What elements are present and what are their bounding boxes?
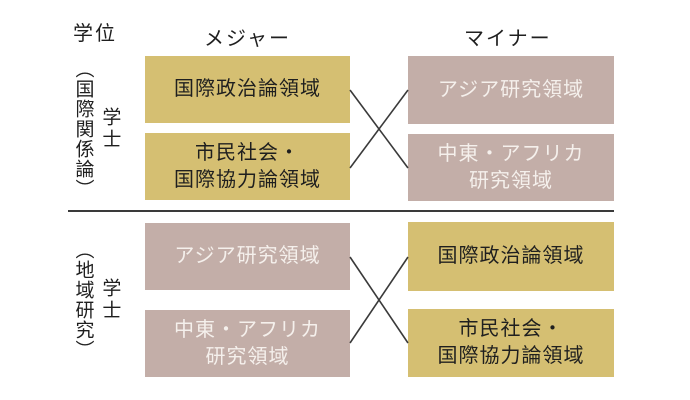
header-major-column: メジャー: [204, 28, 291, 50]
section-divider: [68, 210, 614, 212]
minor-box-asian-studies: アジア研究領域: [408, 56, 614, 124]
minor-box-civil-society-cooperation: 市民社会・ 国際協力論領域: [408, 309, 614, 377]
degree-text: 学士: [99, 106, 121, 151]
major-box-middle-east-africa: 中東・アフリカ 研究領域: [145, 310, 350, 377]
degree-label-international-relations: （国際関係論） 学士: [64, 56, 128, 201]
degree-qualifier-text: （地域研究）: [72, 239, 94, 360]
degree-text: 学士: [99, 277, 121, 322]
major-box-asian-studies: アジア研究領域: [145, 223, 350, 290]
major-box-civil-society-cooperation: 市民社会・ 国際協力論領域: [145, 133, 350, 200]
major-box-international-politics: 国際政治論領域: [145, 56, 350, 123]
degree-qualifier-text: （国際関係論）: [72, 58, 94, 199]
degree-label-area-studies: （地域研究） 学士: [64, 222, 128, 377]
cross-connector: [349, 256, 409, 344]
cross-connector: [349, 89, 409, 169]
minor-box-middle-east-africa: 中東・アフリカ 研究領域: [408, 134, 614, 201]
minor-box-international-politics: 国際政治論領域: [408, 222, 614, 291]
header-minor-column: マイナー: [464, 28, 552, 50]
header-degree: 学位: [73, 23, 117, 45]
